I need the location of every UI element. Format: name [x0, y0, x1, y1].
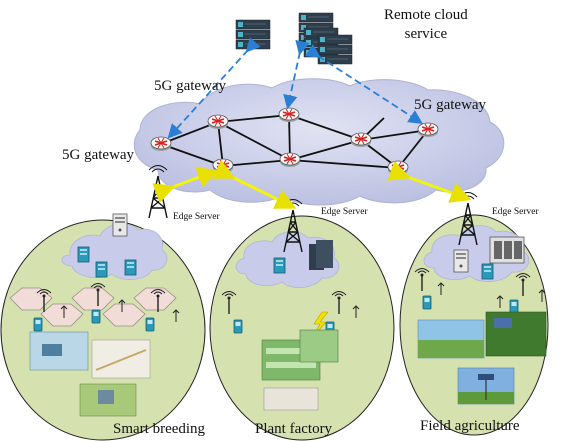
field-agriculture-photos: [417, 311, 547, 405]
cluster-label-smart-breeding: Smart breeding: [113, 421, 206, 437]
gateway-label-left: 5G gateway: [62, 147, 135, 163]
edge-links: [152, 159, 472, 209]
gateway-label-right: 5G gateway: [414, 97, 487, 113]
smart-breeding-cluster: [0, 219, 206, 441]
local-cloud-left: [61, 223, 168, 280]
edge-server-label-left: Edge Server: [173, 212, 220, 222]
edge-server-label-mid: Edge Server: [321, 207, 368, 217]
cloud-server-rack-icon: [235, 12, 353, 65]
cluster-label-field-agriculture: Field agriculture: [420, 418, 520, 434]
edge-server-label-right: Edge Server: [492, 207, 539, 217]
gateway-label-top: 5G gateway: [154, 78, 227, 94]
sensor-hexagons: [9, 287, 177, 327]
cluster-label-plant-factory: Plant factory: [255, 421, 333, 437]
smart-breeding-photos: [29, 331, 151, 417]
plant-factory-photos: [261, 329, 339, 411]
cloud-service-label: Remote cloud service: [384, 7, 468, 42]
edge-server-icon: [77, 213, 525, 280]
cloud-uplink-arrows: [167, 37, 424, 139]
